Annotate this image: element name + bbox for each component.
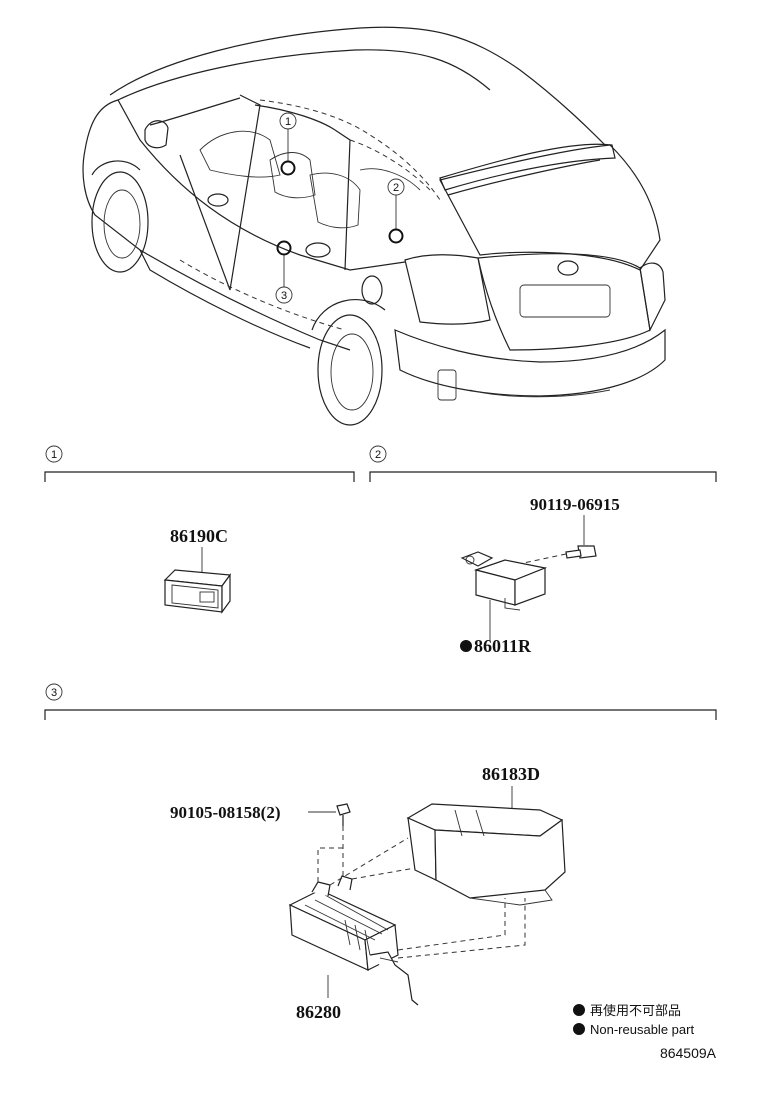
cover-part: [406, 803, 566, 906]
section-2: 2 90119-06915 86011R: [369, 445, 717, 656]
callout-3-label: 3: [281, 290, 287, 302]
callout-2-label: 2: [393, 182, 399, 194]
section-2-number: 2: [375, 449, 381, 461]
callout-1-label: 1: [285, 116, 291, 128]
part-86011R-label: 86011R: [474, 636, 532, 656]
legend: 再使用不可部品 Non-reusable part: [573, 1003, 694, 1037]
callout-1-marker: [280, 160, 296, 176]
section-1: 1 86190C: [44, 445, 355, 614]
section-1-number: 1: [51, 449, 57, 461]
part-90119-06915-label: 90119-06915: [530, 495, 620, 514]
callout-2-marker: [388, 228, 404, 244]
section-3: 3 86183D 90105-08158(2): [44, 683, 717, 1022]
bolt-90119-part: [565, 545, 597, 559]
bolt-90105-part: [336, 803, 351, 826]
part-86190C-label: 86190C: [170, 526, 228, 546]
part-86280-label: 86280: [296, 1002, 341, 1022]
non-reusable-dot-86011R: [460, 640, 472, 652]
diagram-code: 864509A: [660, 1045, 717, 1061]
switch-part: [163, 569, 232, 614]
amplifier-part: [288, 875, 419, 1006]
legend-en-text: Non-reusable part: [590, 1022, 694, 1037]
section-3-number: 3: [51, 687, 57, 699]
legend-jp-text: 再使用不可部品: [590, 1003, 681, 1018]
part-86183D-label: 86183D: [482, 764, 540, 784]
vehicle-illustration: 1 2 3: [82, 26, 666, 426]
part-90105-08158-label: 90105-08158(2): [170, 803, 280, 822]
legend-dot-1: [573, 1004, 585, 1016]
callout-3-marker: [276, 240, 292, 256]
sensor-part: [460, 551, 548, 611]
legend-dot-2: [573, 1023, 585, 1035]
